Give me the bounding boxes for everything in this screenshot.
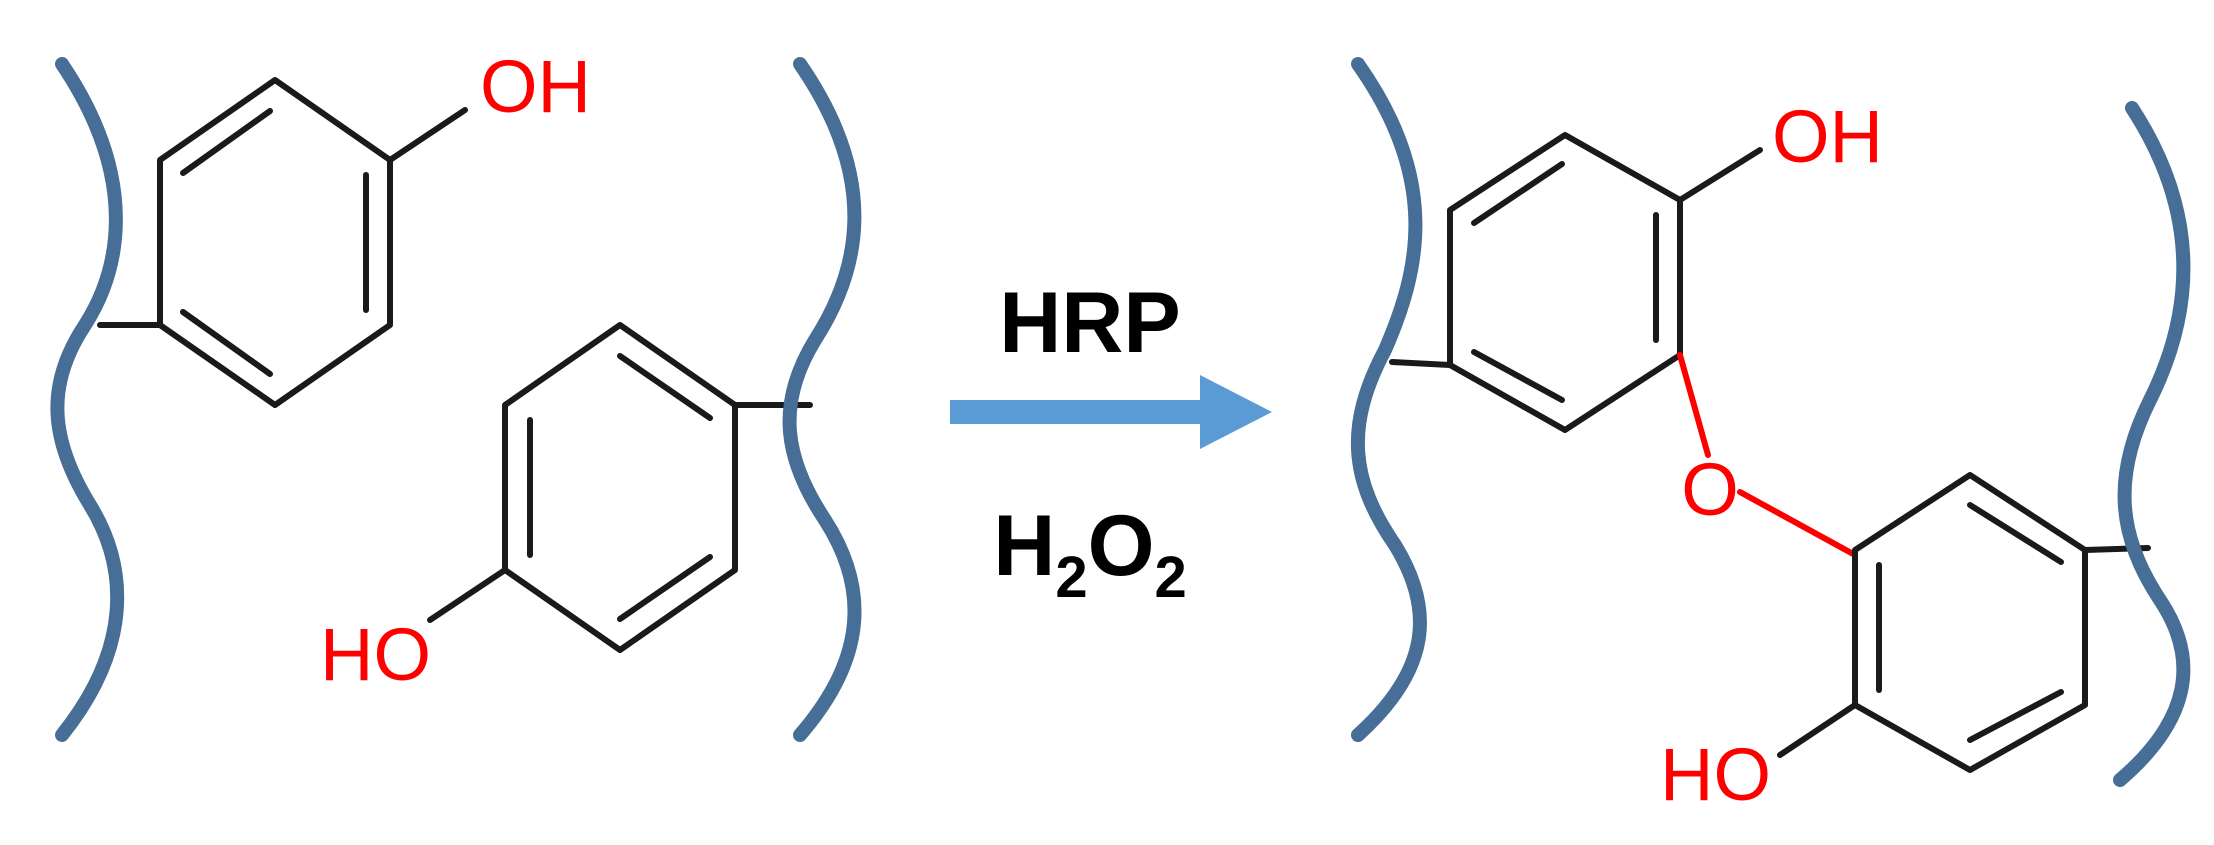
polymer-chain-left — [50, 57, 125, 742]
ring-top-inner-bond-1 — [180, 108, 273, 176]
product-ring-top-to-chain — [1389, 359, 1453, 368]
product-ring-bottom-inner-3 — [1967, 689, 2064, 743]
product-ring-top: OH — [1389, 95, 1883, 433]
polymer-chain-product-left — [1350, 57, 1427, 742]
product-ring-top-inner-1 — [1471, 161, 1565, 226]
ring-bottom-inner-bond-2 — [617, 353, 713, 421]
h2o2-sub-2: 2 — [1155, 545, 1187, 610]
polymer-chain-middle — [782, 57, 862, 742]
product-ring-bottom-hexagon — [1852, 472, 2088, 773]
ring-bottom-inner-bond-3 — [617, 554, 713, 622]
ring-top-to-oh-bond — [387, 107, 468, 163]
product-bottom-ho-label: HO — [1660, 733, 1771, 816]
product-ring-bottom: HO — [1660, 472, 2151, 816]
ether-bond-upper — [1677, 352, 1711, 458]
reactants: OH HO — [50, 45, 862, 742]
ether-bond-lower — [1737, 489, 1858, 558]
ring-top-inner-bond-3 — [180, 309, 273, 377]
ether-bridge: O — [1677, 352, 1858, 558]
reaction-arrow-group: HRP H2O2 — [950, 275, 1272, 610]
phenol-ring-top: OH — [97, 45, 591, 408]
phenol-ring-bottom: HO — [320, 322, 813, 696]
product: OH O HO — [1350, 57, 2191, 816]
h2o2-sub-1: 2 — [1055, 545, 1087, 610]
h2o2-h: H — [993, 498, 1055, 594]
reagent-hrp-label: HRP — [999, 275, 1181, 371]
product-ring-bottom-to-ho — [1777, 702, 1858, 758]
ether-oxygen-label: O — [1681, 448, 1739, 531]
top-phenol-oh-label: OH — [480, 45, 591, 128]
product-top-oh-label: OH — [1772, 95, 1883, 178]
reaction-arrow — [950, 375, 1272, 449]
h2o2-o: O — [1088, 498, 1155, 594]
product-ring-top-inner-3 — [1471, 349, 1565, 403]
product-ring-top-to-oh — [1677, 147, 1763, 203]
product-ring-bottom-inner-2 — [1967, 502, 2064, 565]
ring-top-hexagon — [157, 77, 393, 408]
reagent-h2o2-label: H2O2 — [993, 498, 1187, 610]
bottom-phenol-ho-label: HO — [320, 613, 431, 696]
ring-bottom-hexagon — [502, 322, 738, 653]
product-ring-top-hexagon — [1447, 132, 1683, 433]
ring-bottom-to-oh-bond — [427, 567, 508, 623]
polymer-chain-product-right — [2113, 101, 2191, 787]
